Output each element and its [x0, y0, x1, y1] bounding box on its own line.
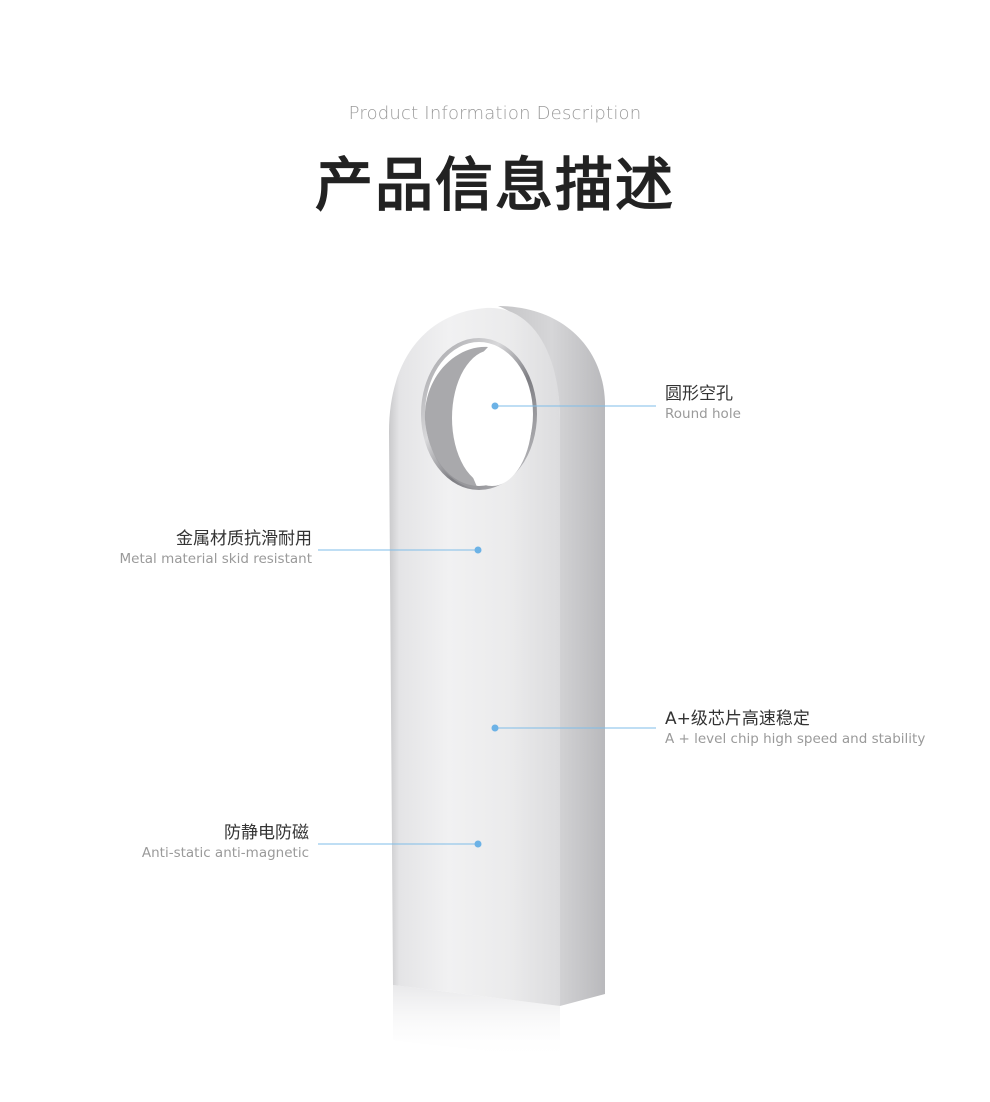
callout-dot	[491, 402, 499, 410]
round-hole-opening	[452, 350, 532, 486]
feature-metal-material: 金属材质抗滑耐用 Metal material skid resistant	[120, 528, 312, 568]
callout-chip-line	[491, 724, 656, 732]
feature-subtitle: Metal material skid resistant	[119, 551, 312, 567]
feature-title: A+级芯片高速稳定	[665, 709, 810, 729]
feature-subtitle: Anti-static anti-magnetic	[141, 845, 309, 861]
feature-chip: A+级芯片高速稳定 A + level chip high speed and …	[665, 708, 925, 748]
callout-metal-line	[318, 546, 482, 554]
drive-reflection	[393, 985, 560, 1060]
feature-title: 金属材质抗滑耐用	[176, 529, 312, 549]
feature-subtitle: Round hole	[665, 406, 741, 422]
feature-subtitle: A + level chip high speed and stability	[665, 731, 926, 747]
callout-dot	[474, 840, 482, 848]
feature-antistatic: 防静电防磁 Anti-static anti-magnetic	[142, 822, 309, 862]
section-subtitle: Product Information Description	[348, 103, 642, 124]
callout-dot	[491, 724, 499, 732]
callout-antistatic-line	[318, 840, 482, 848]
section-title: 产品信息描述	[314, 151, 675, 219]
feature-title: 防静电防磁	[224, 823, 309, 843]
feature-title: 圆形空孔	[665, 384, 733, 404]
feature-round-hole: 圆形空孔 Round hole	[665, 383, 741, 423]
callout-dot	[474, 546, 482, 554]
drive-side-face	[498, 306, 605, 1006]
callout-round-hole-line	[491, 402, 656, 410]
drive-front-face	[389, 307, 560, 1007]
round-hole-ring	[421, 338, 537, 490]
